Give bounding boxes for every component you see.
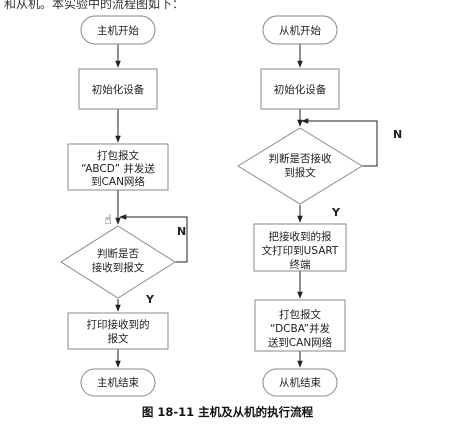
slave-end-terminal — [262, 368, 338, 397]
slave-yes-label: Y — [331, 206, 341, 219]
host-start-terminal — [80, 15, 156, 45]
host-decision-line-2: 接收到报文 — [92, 261, 145, 274]
slave-start-terminal — [262, 15, 338, 45]
host-no-label: N — [177, 225, 186, 238]
hand-cursor-icon: ☝ — [104, 213, 112, 228]
slave-flow: 从机开始 初始化设备 判断是否接收 到报文 N Y 把接收到的报 文打印到USA… — [237, 15, 402, 397]
host-init-label: 初始化设备 — [92, 83, 145, 96]
host-init-box — [78, 68, 158, 110]
slave-pack-line-2: “DCBA”并发 — [270, 322, 331, 335]
edge-host-decision-no-loop — [119, 214, 188, 263]
host-decision-line-1: 判断是否 — [97, 247, 139, 260]
host-flow: 主机开始 初始化设备 打包报文 “ABCD” 并发送 到CAN网络 判断是否 接… — [60, 15, 188, 397]
slave-print-box — [253, 223, 347, 272]
slave-decision-diamond — [237, 127, 363, 205]
slave-init-box — [260, 68, 340, 110]
host-end-terminal — [80, 368, 156, 397]
slave-no-label: N — [393, 128, 402, 141]
slave-start-label: 从机开始 — [279, 24, 321, 37]
slave-pack-line-3: 送到CAN网络 — [268, 336, 333, 349]
host-print-box — [67, 312, 169, 350]
edge-slave-decision-no-loop — [301, 118, 378, 167]
intro-text: 和从机。本实验中的流程图如下： — [4, 0, 185, 11]
host-decision-diamond — [60, 225, 176, 299]
slave-print-line-3: 终端 — [290, 258, 311, 271]
host-pack-line-2: “ABCD” 并发送 — [81, 162, 155, 175]
slave-print-line-1: 把接收到的报 — [269, 230, 332, 243]
host-pack-box — [67, 143, 169, 191]
slave-pack-line-1: 打包报文 — [279, 308, 321, 321]
host-end-label: 主机结束 — [97, 376, 139, 389]
figure-caption: 图 18-11 主机及从机的执行流程 — [141, 405, 314, 419]
host-pack-line-1: 打包报文 — [97, 149, 139, 162]
slave-decision-line-1: 判断是否接收 — [269, 152, 332, 165]
host-print-line-1: 打印接收到的 — [87, 318, 150, 331]
host-yes-label: Y — [145, 293, 155, 306]
host-start-label: 主机开始 — [97, 24, 139, 37]
slave-print-line-2: 文打印到USART — [262, 244, 339, 257]
slave-init-label: 初始化设备 — [274, 83, 327, 96]
slave-pack-box — [254, 299, 346, 352]
slave-decision-line-2: 到报文 — [284, 166, 316, 179]
host-pack-line-3: 到CAN网络 — [91, 175, 145, 188]
host-print-line-2: 报文 — [108, 332, 129, 345]
slave-end-label: 从机结束 — [279, 376, 321, 389]
